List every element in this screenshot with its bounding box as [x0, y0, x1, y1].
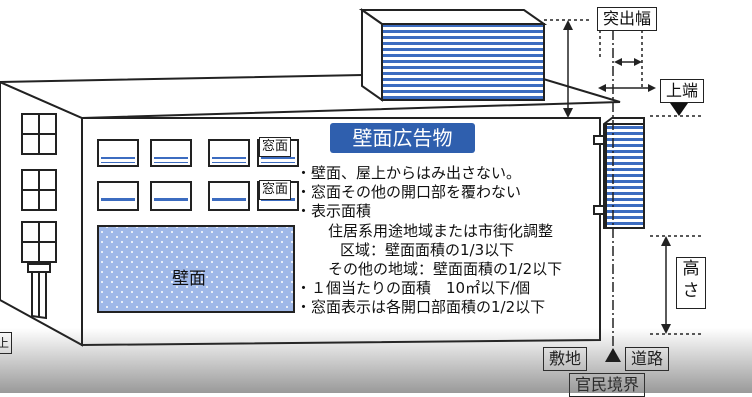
wall-sign-title: 壁面広告物 [330, 123, 475, 153]
building-side-face [0, 80, 83, 347]
wall-sign-area [97, 225, 295, 313]
triangle-up-icon [605, 348, 621, 362]
triangle-down-icon [670, 103, 688, 116]
rule-line-4: 住居系用途地域または市街化調整 [328, 221, 554, 240]
side-windows [21, 113, 57, 263]
rule-line-8: ・窓面表示は各開口部面積の1/2以下 [296, 298, 546, 317]
window-face-label-2: 窓面 [259, 180, 292, 200]
top-end-label: 上端 [660, 79, 705, 103]
rooftop-sign [358, 8, 548, 102]
regulation-notes: ・壁面、屋上からはみ出さない。 ・窓面その他の開口部を覆わない ・表示面積 住居… [296, 164, 562, 318]
partial-left-label: 上 [0, 332, 12, 354]
height-label: 高さ [676, 257, 706, 309]
rule-line-7: ・１個当たりの面積 10㎡以下/個 [296, 279, 531, 298]
site-label: 敷地 [543, 347, 588, 371]
wall-face-label: 壁面 [172, 269, 206, 289]
boundary-label: 官民境界 [569, 373, 646, 397]
dimension-lines [544, 19, 704, 352]
side-door [27, 263, 51, 320]
rule-line-5: 区域：壁面面積の1/3以下 [340, 240, 515, 259]
projecting-sign [593, 117, 645, 229]
front-windows-row2 [97, 181, 299, 211]
rule-line-2: ・窓面その他の開口部を覆わない [296, 183, 522, 202]
protrusion-width-label: 突出幅 [597, 7, 658, 31]
rule-line-1: ・壁面、屋上からはみ出さない。 [296, 164, 522, 182]
rule-line-3: ・表示面積 [296, 202, 372, 221]
window-face-label-1: 窓面 [259, 137, 292, 157]
rule-line-6: その他の地域：壁面面積の1/2以下 [328, 260, 563, 279]
road-label: 道路 [625, 347, 670, 371]
front-windows-row1 [97, 139, 299, 167]
